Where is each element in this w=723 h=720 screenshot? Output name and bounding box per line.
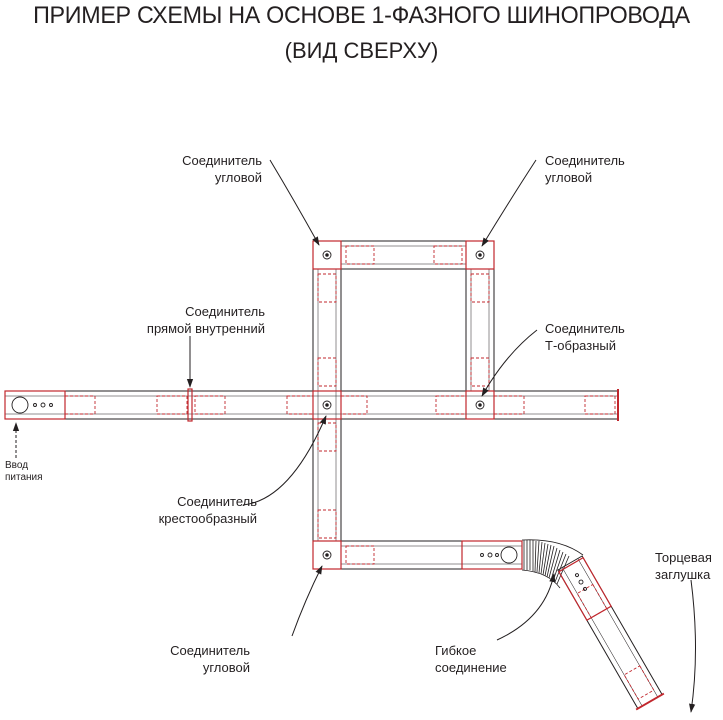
label-power-input: Ввод питания bbox=[5, 460, 43, 483]
rail-horizontal-top bbox=[313, 240, 494, 270]
rail-angled bbox=[557, 555, 663, 710]
arrow-flexible bbox=[496, 573, 556, 641]
feed-block-bottom bbox=[461, 540, 523, 570]
label-corner-bottom: Соединитель угловой bbox=[170, 643, 250, 675]
tee-connector bbox=[465, 390, 495, 420]
corner-connector-top-left bbox=[312, 240, 342, 270]
label-cross-connector: Соединитель крестообразный bbox=[158, 494, 257, 526]
label-tee-connector: Соединитель Т-образный bbox=[545, 321, 625, 353]
rail-horizontal-main bbox=[5, 390, 618, 420]
connectors bbox=[4, 240, 665, 711]
rail-horizontal-bottom bbox=[313, 540, 523, 570]
end-cap-angled bbox=[635, 692, 665, 711]
straight-connector bbox=[187, 388, 193, 422]
label-flexible-joint: Гибкое соединение bbox=[435, 643, 507, 675]
dashed-inserts bbox=[64, 245, 655, 700]
connector-holes bbox=[11, 250, 587, 591]
diagram-subtitle: (ВИД СВЕРХУ) bbox=[284, 38, 439, 63]
rail-vertical-right bbox=[465, 241, 495, 419]
arrow-corner-bottom bbox=[291, 565, 323, 637]
arrow-corner-top-right bbox=[481, 159, 537, 247]
cross-connector bbox=[312, 390, 342, 420]
diagram-title: ПРИМЕР СХЕМЫ НА ОСНОВЕ 1-ФАЗНОГО ШИНОПРО… bbox=[33, 2, 690, 29]
label-corner-top-left: Соединитель угловой bbox=[182, 153, 262, 185]
feed-block-angled bbox=[558, 556, 612, 622]
corner-connector-top-right bbox=[465, 240, 495, 270]
pointer-arrows bbox=[12, 159, 696, 713]
label-end-cap: Торцевая заглушка bbox=[655, 550, 712, 582]
corner-connector-bottom bbox=[312, 540, 342, 570]
power-feed-block bbox=[4, 390, 66, 420]
arrow-corner-top-left bbox=[269, 159, 320, 246]
arrow-cross bbox=[242, 415, 327, 506]
label-straight-connector: Соединитель прямой внутренний bbox=[146, 304, 265, 336]
label-corner-top-right: Соединитель угловой bbox=[545, 153, 625, 185]
arrow-tee bbox=[481, 329, 538, 397]
arrow-end-cap bbox=[689, 579, 696, 713]
